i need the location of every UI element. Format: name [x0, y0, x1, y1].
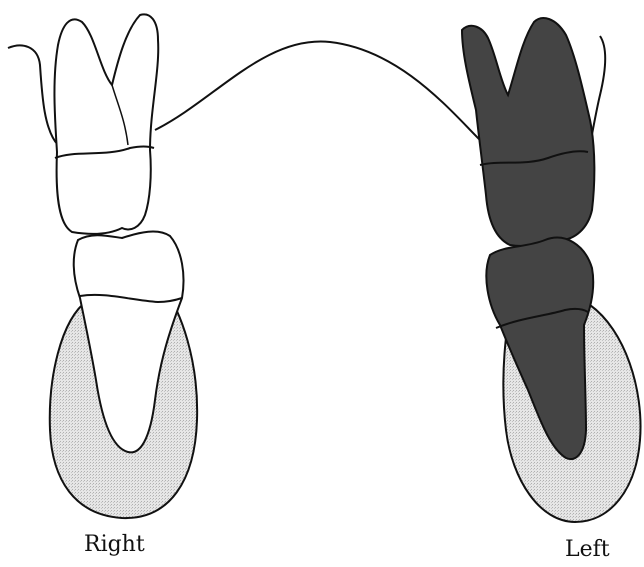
right-gum-line	[8, 45, 58, 145]
label-left: Left	[565, 537, 610, 562]
connecting-line	[155, 41, 480, 140]
left-upper-molar	[462, 18, 594, 246]
left-tooth-group	[462, 18, 641, 522]
right-upper-molar	[54, 14, 158, 234]
label-right: Right	[84, 532, 145, 557]
right-tooth-group	[8, 14, 197, 518]
